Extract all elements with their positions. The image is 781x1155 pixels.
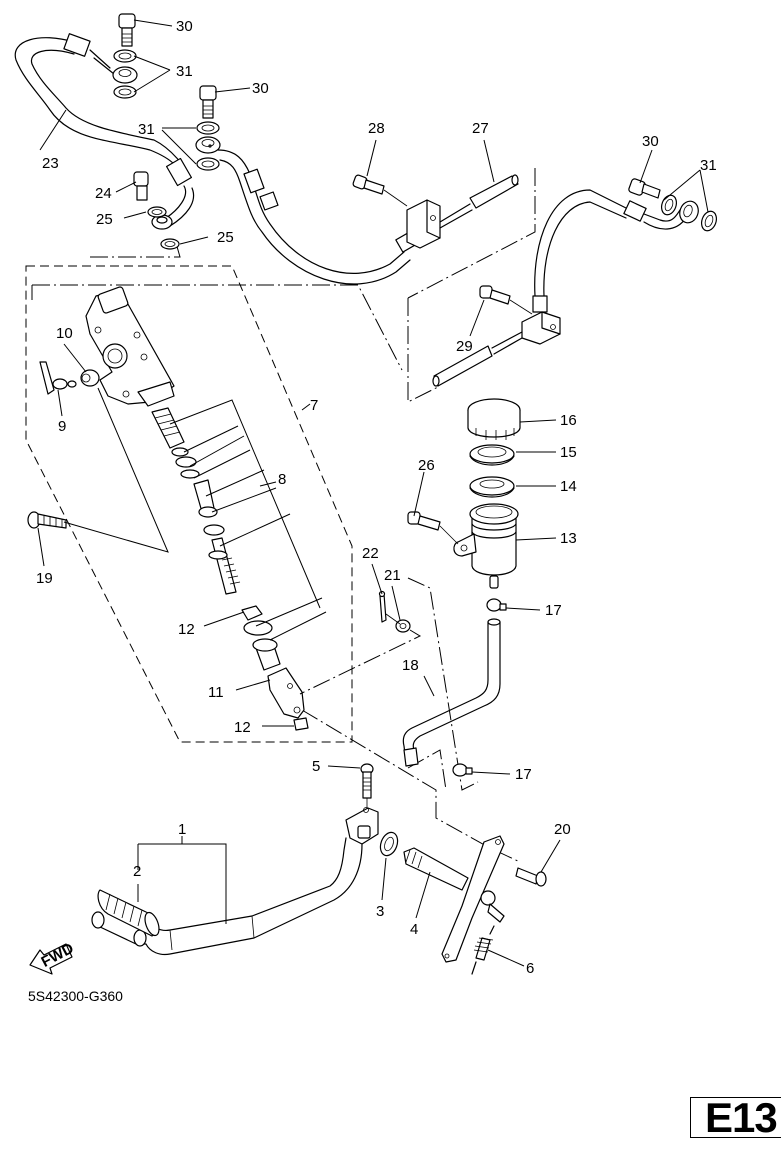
callout-4: 4 — [410, 921, 418, 938]
reservoir-hose-18 — [402, 618, 501, 767]
drawing-code: 5S42300-G360 — [28, 988, 123, 1004]
frame-brake-line — [407, 168, 536, 403]
callout-31c: 31 — [700, 157, 717, 174]
gasket-25a — [147, 206, 167, 218]
callout-30a: 30 — [176, 18, 193, 35]
brake-line-29 — [432, 311, 561, 387]
forward-direction-arrow: FWD — [29, 940, 77, 975]
callout-25a: 25 — [96, 211, 113, 228]
callout-1: 1 — [178, 821, 186, 838]
reservoir-cap-16 — [467, 398, 521, 440]
callout-labels: 30 31 30 31 23 24 25 25 28 27 30 31 29 1… — [36, 18, 717, 977]
union-bolt-24 — [133, 171, 149, 201]
callout-19: 19 — [36, 570, 53, 587]
frame-cylinder-internals — [31, 284, 403, 371]
callout-7: 7 — [310, 397, 318, 414]
callout-15: 15 — [560, 444, 577, 461]
callout-29: 29 — [456, 338, 473, 355]
plate-15 — [469, 444, 515, 466]
frame-master-cylinder-assembly — [25, 265, 353, 743]
washer-3 — [379, 831, 399, 857]
diaphragm-14 — [469, 476, 515, 498]
hose-clamp-17b — [452, 763, 473, 777]
callout-10: 10 — [56, 325, 73, 342]
gaskets-31c — [660, 194, 718, 232]
bolt-29 — [479, 285, 533, 315]
callout-26: 26 — [418, 457, 435, 474]
page-id-box: E13 — [690, 1094, 781, 1141]
shaft-4 — [403, 835, 505, 963]
callout-8: 8 — [278, 471, 286, 488]
callout-25b: 25 — [217, 229, 234, 246]
callout-2: 2 — [133, 863, 141, 880]
spring-6 — [471, 925, 495, 975]
brake-hose-right — [532, 189, 687, 313]
callout-31b: 31 — [138, 121, 155, 138]
fwd-label: FWD — [38, 940, 76, 971]
callout-14: 14 — [560, 478, 577, 495]
bolt-19 — [27, 511, 67, 529]
cotter-pin-22 — [378, 590, 387, 623]
callout-5: 5 — [312, 758, 320, 775]
joint-10 — [80, 369, 100, 387]
callout-27: 27 — [472, 120, 489, 137]
kit-bracket-lines — [63, 387, 327, 641]
brake-hose-middle — [208, 144, 421, 285]
callout-22: 22 — [362, 545, 379, 562]
frame-reservoir-hose — [407, 577, 479, 791]
callout-20: 20 — [554, 821, 571, 838]
cylinder-boot — [243, 620, 281, 671]
union-bolt-30c — [628, 178, 661, 199]
callout-31a: 31 — [176, 63, 193, 80]
reservoir-tank-13 — [453, 503, 519, 589]
brake-line-27 — [406, 174, 519, 249]
callout-16: 16 — [560, 412, 577, 429]
union-bolt-30b — [199, 85, 217, 119]
callout-24: 24 — [95, 185, 112, 202]
gaskets-31a — [112, 49, 138, 99]
frame-hose-connection — [90, 242, 181, 258]
callout-28: 28 — [368, 120, 385, 137]
brake-pedal-1 — [91, 807, 379, 956]
bolt-28 — [352, 174, 408, 207]
callout-11: 11 — [208, 684, 224, 701]
callout-30c: 30 — [642, 133, 659, 150]
callout-12a: 12 — [178, 621, 195, 638]
callout-23: 23 — [42, 155, 59, 172]
callout-17a: 17 — [545, 602, 562, 619]
callout-13: 13 — [560, 530, 577, 547]
gaskets-31b — [195, 121, 221, 171]
union-bolt-30a — [118, 13, 136, 47]
callout-leaders — [37, 19, 709, 967]
callout-6: 6 — [526, 960, 534, 977]
page-id-label: E13 — [705, 1094, 778, 1141]
gasket-25b — [160, 238, 180, 250]
master-cylinder-body — [85, 286, 175, 407]
callout-18: 18 — [402, 657, 419, 674]
callout-9: 9 — [58, 418, 66, 435]
hose-clamp-17a — [486, 598, 507, 612]
brake-hose-23 — [14, 33, 195, 230]
callout-3: 3 — [376, 903, 384, 920]
callout-21: 21 — [384, 567, 401, 584]
bleed-screw-9 — [39, 361, 77, 395]
nut-12a — [241, 605, 263, 621]
bolt-26 — [407, 511, 459, 545]
nut-12b — [293, 717, 309, 731]
callout-12b: 12 — [234, 719, 251, 736]
bolt-5 — [360, 763, 374, 808]
frame-pedal-link — [301, 709, 521, 863]
washer-21 — [299, 613, 422, 695]
cylinder-kit-8 — [151, 407, 241, 595]
callout-17b: 17 — [515, 766, 532, 783]
footrest-rubber-2 — [97, 889, 160, 937]
callout-30b: 30 — [252, 80, 269, 97]
clevis-11 — [267, 667, 305, 719]
